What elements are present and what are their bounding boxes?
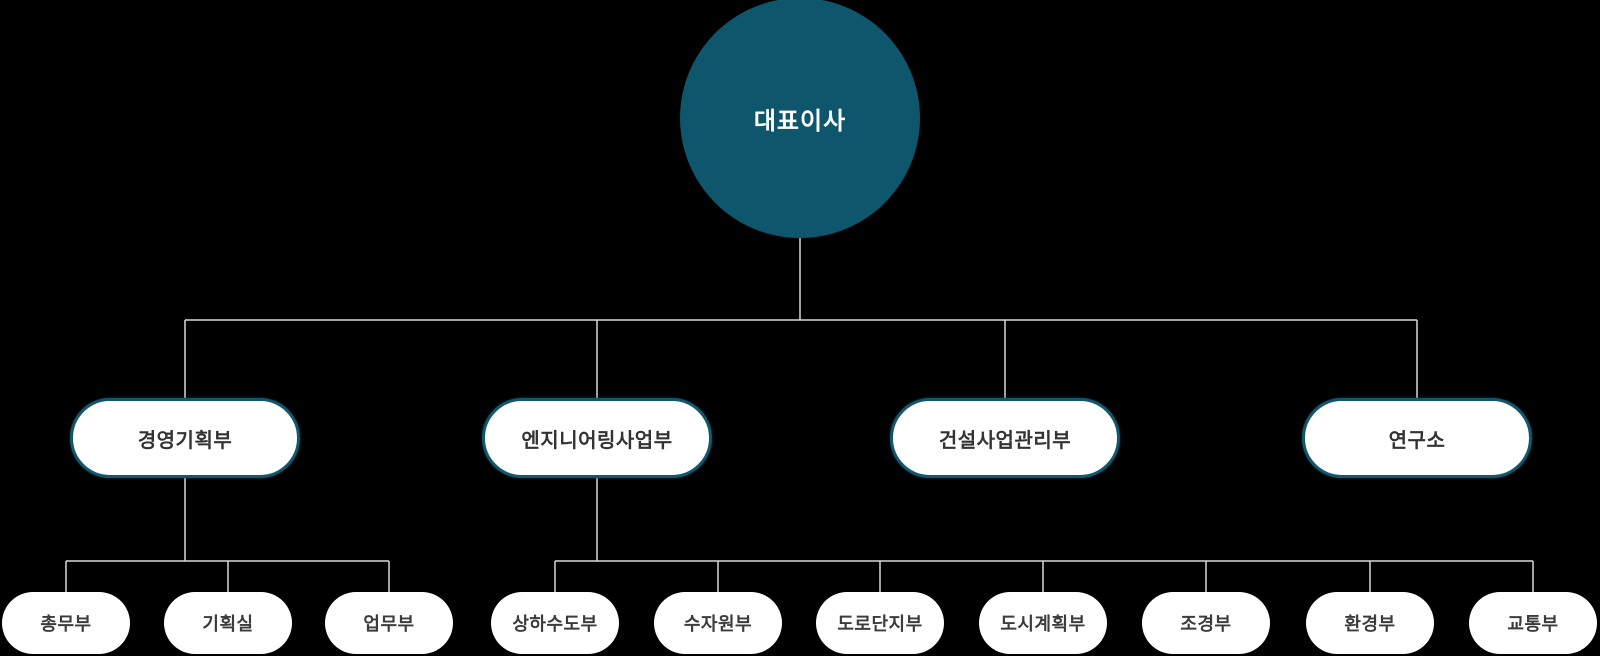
dept-node-engineering-business: 엔지니어링사업부 <box>482 398 712 478</box>
team-node-label: 조경부 <box>1180 614 1232 634</box>
team-node-urban-planning: 도시계획부 <box>979 592 1107 654</box>
team-node-business-affairs: 업무부 <box>325 592 453 654</box>
team-node-label: 업무부 <box>363 614 415 634</box>
team-node-label: 상하수도부 <box>512 614 598 634</box>
team-node-road-complex: 도로단지부 <box>816 592 944 654</box>
team-node-general-affairs: 총무부 <box>2 592 130 654</box>
dept-node-construction-management: 건설사업관리부 <box>890 398 1120 478</box>
team-node-transportation: 교통부 <box>1469 592 1597 654</box>
team-node-label: 교통부 <box>1507 614 1559 634</box>
team-node-environment: 환경부 <box>1306 592 1434 654</box>
team-node-label: 도시계획부 <box>1000 614 1086 634</box>
team-node-landscaping: 조경부 <box>1142 592 1270 654</box>
dept-node-research-institute: 연구소 <box>1302 398 1532 478</box>
team-node-water-resources: 수자원부 <box>654 592 782 654</box>
dept-node-label: 건설사업관리부 <box>938 429 1072 452</box>
dept-node-label: 엔지니어링사업부 <box>521 429 673 452</box>
dept-node-label: 경영기획부 <box>137 429 233 452</box>
team-node-planning-office: 기획실 <box>164 592 292 654</box>
team-node-label: 도로단지부 <box>837 614 923 634</box>
team-node-label: 환경부 <box>1344 614 1396 634</box>
team-node-label: 기획실 <box>202 614 254 634</box>
team-node-label: 총무부 <box>40 614 92 634</box>
root-node-ceo: 대표이사 <box>680 0 920 238</box>
team-node-water-sewage: 상하수도부 <box>491 592 619 654</box>
dept-node-management-planning: 경영기획부 <box>70 398 300 478</box>
root-node-label: 대표이사 <box>753 107 847 135</box>
dept-node-label: 연구소 <box>1388 429 1446 452</box>
team-node-label: 수자원부 <box>683 614 753 634</box>
